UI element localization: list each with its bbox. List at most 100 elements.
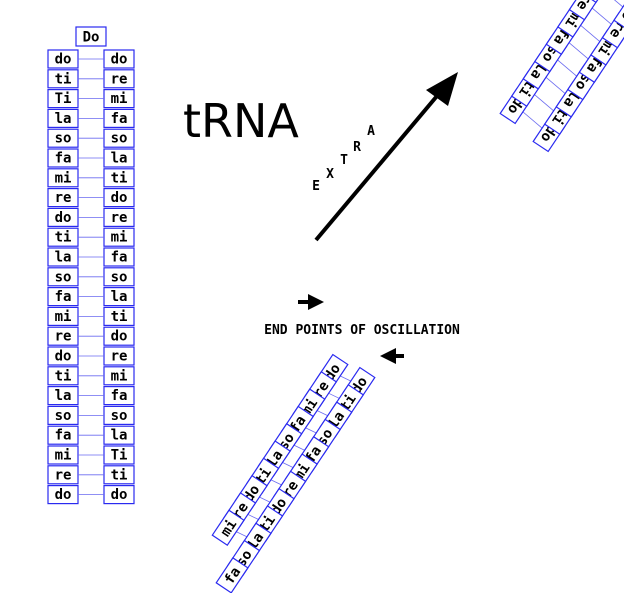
left-strand-note-label: ti	[55, 230, 72, 246]
right-strand-note-label: do	[111, 487, 128, 503]
left-strand-note-label: re	[55, 467, 72, 483]
left-strand-note-label: re	[55, 190, 72, 206]
right-strand-note-21: ti	[103, 465, 135, 485]
right-strand-note-15: re	[103, 346, 135, 366]
extra-letter: E	[312, 179, 320, 194]
right-strand-note-22: do	[103, 485, 135, 505]
left-strand-note-13: mi	[47, 306, 79, 326]
extra-letter: R	[353, 140, 361, 155]
left-strand-note-label: mi	[55, 448, 72, 464]
left-strand-note-19: fa	[47, 425, 79, 445]
extra-letter: A	[367, 124, 375, 139]
left-strand-note-label: fa	[55, 151, 72, 167]
right-strand-note-13: ti	[103, 306, 135, 326]
right-strand-note-0: do	[103, 49, 135, 69]
right-strand-note-label: ti	[111, 467, 128, 483]
right-strand-note-14: do	[103, 326, 135, 346]
left-strand-note-label: la	[55, 388, 72, 404]
right-strand-note-label: la	[111, 289, 128, 305]
right-strand-note-label: so	[111, 269, 128, 285]
right-strand-note-5: la	[103, 148, 135, 168]
trna-title: tRNA	[183, 94, 299, 148]
right-strand-note-label: la	[111, 151, 128, 167]
right-strand-note-label: do	[111, 52, 128, 68]
right-strand-note-label: so	[111, 131, 128, 147]
left-pointing-arrow	[380, 348, 404, 364]
left-strand-note-20: mi	[47, 445, 79, 465]
left-strand-note-14: re	[47, 326, 79, 346]
right-strand-note-label: do	[111, 329, 128, 345]
left-strand-note-label: mi	[55, 309, 72, 325]
right-strand-note-label: ti	[111, 309, 128, 325]
right-strand-note-4: so	[103, 128, 135, 148]
left-strand-note-6: mi	[47, 168, 79, 188]
left-strand-note-label: mi	[55, 170, 72, 186]
left-strand-note-label: so	[55, 131, 72, 147]
left-strand-note-5: fa	[47, 148, 79, 168]
right-strand-note-label: mi	[111, 368, 128, 384]
lower-arm-inner-note-label: fa	[222, 564, 245, 587]
right-strand-note-6: ti	[103, 168, 135, 188]
left-strand-note-3: la	[47, 108, 79, 129]
left-strand-note-label: re	[55, 329, 72, 345]
left-strand-note-8: do	[47, 207, 79, 227]
right-strand-note-16: mi	[103, 366, 135, 386]
right-strand-note-3: fa	[103, 108, 135, 129]
right-strand-note-11: so	[103, 267, 135, 287]
right-strand-note-label: re	[111, 349, 128, 365]
right-strand-note-label: la	[111, 428, 128, 444]
upper-rotated-arm: dotilasofamiredotilasofadotilasofamiredo…	[499, 0, 624, 153]
right-strand-note-1: re	[103, 69, 135, 89]
right-strand-note-12: la	[103, 287, 135, 307]
left-strand-note-label: ti	[55, 71, 72, 87]
left-strand-note-11: so	[47, 267, 79, 287]
right-strand-note-17: fa	[103, 386, 135, 406]
extra-letter: T	[340, 153, 348, 168]
left-strand-note-label: do	[55, 487, 72, 503]
left-strand: dotiTilasofamiredotilasofamiredotilasofa…	[47, 49, 79, 505]
lower-arm-outer-note-9: mi	[211, 509, 245, 547]
right-strand-note-label: fa	[111, 388, 128, 404]
right-strand-note-10: fa	[103, 247, 135, 267]
lower-arm-inner-note-11: fa	[215, 557, 249, 593]
right-strand-note-label: Ti	[111, 448, 128, 464]
right-strand-note-label: mi	[111, 230, 128, 246]
left-strand-note-label: la	[55, 111, 72, 127]
right-strand-note-8: re	[103, 207, 135, 227]
right-strand-note-label: fa	[111, 111, 128, 127]
right-strand-note-18: so	[103, 405, 135, 425]
lower-arm-outer-note-label: mi	[218, 517, 241, 540]
left-strand-note-22: do	[47, 485, 79, 505]
right-strand-note-label: re	[111, 71, 128, 87]
right-strand-note-label: ti	[111, 170, 128, 186]
left-strand-note-16: ti	[47, 366, 79, 386]
right-strand-note-label: so	[111, 408, 128, 424]
left-strand-note-label: Ti	[55, 91, 72, 107]
right-strand-note-label: fa	[111, 250, 128, 266]
right-strand-note-20: Ti	[103, 445, 135, 465]
left-strand-note-label: do	[55, 52, 72, 68]
upper-arm-outer-note-label: do	[618, 1, 624, 24]
left-strand-note-label: so	[55, 408, 72, 424]
right-strand: doremifasolatidoremifasolatidoremifasola…	[103, 49, 135, 505]
lower-rotated-arm: dotilasofamiredotilasofadoremifasolatido…	[211, 353, 376, 593]
right-strand-note-7: do	[103, 188, 135, 208]
left-strand-note-2: Ti	[47, 88, 79, 109]
left-strand-note-17: la	[47, 386, 79, 406]
left-strand-note-21: re	[47, 465, 79, 485]
right-strand-note-19: la	[103, 425, 135, 445]
left-strand-note-label: do	[55, 210, 72, 226]
extra-letter: X	[326, 167, 334, 182]
oscillation-label: END POINTS OF OSCILLATION	[264, 323, 460, 338]
left-strand-note-label: fa	[55, 428, 72, 444]
left-strand-note-label: la	[55, 250, 72, 266]
left-strand-note-15: do	[47, 346, 79, 366]
left-strand-note-0: do	[47, 49, 79, 69]
right-strand-note-label: mi	[111, 91, 128, 107]
left-strand-note-1: ti	[47, 69, 79, 89]
left-strand-note-label: do	[55, 349, 72, 365]
left-strand-note-18: so	[47, 405, 79, 425]
left-strand-note-4: so	[47, 128, 79, 148]
